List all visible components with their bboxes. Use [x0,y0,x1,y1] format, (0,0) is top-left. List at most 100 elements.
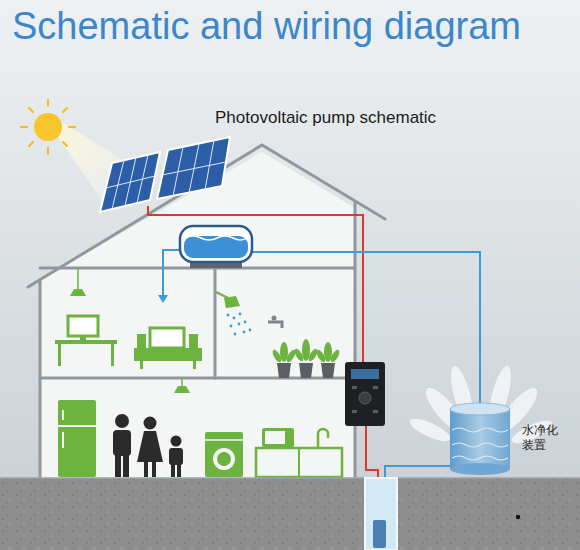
inverter-display [351,369,379,379]
water-pipe [385,466,451,478]
water-drop [243,331,246,334]
water-drop [238,323,241,326]
sun-ray [63,108,67,112]
cylinder-wave [452,443,508,447]
cabinet-line [298,448,300,477]
flow-arrowhead [158,295,168,303]
plant-leaf [329,348,341,363]
solar-panel [157,137,230,199]
fridge-handle [62,410,64,420]
ground [0,478,580,550]
person-leg [152,461,156,477]
washer-drum [217,452,231,466]
computer-monitor [68,316,98,336]
plant-leaf [271,348,283,363]
garden-tap [268,322,282,328]
water-well [365,478,397,550]
monitor-stand [80,336,86,340]
ground-dot [516,515,520,519]
desk-leg [111,344,114,366]
person-head [171,436,182,447]
sun [34,113,62,141]
ceiling-lamp [70,289,86,296]
water-drop [227,314,230,317]
house-interior [40,152,355,478]
water-drop [249,329,252,332]
sun-ray [21,126,27,128]
ground-line [0,477,580,479]
purifier-node: 水净化 装置 [448,400,562,478]
node-text: 水净化 装置 [522,423,560,453]
diagram-title: Schematic and wiring diagram [12,3,521,49]
tank-water [184,236,248,258]
panel-grid-line [106,176,155,188]
shower-head [224,296,240,308]
ceiling-lamp [174,386,190,393]
water-tank [180,226,252,262]
sun-ray [63,142,67,146]
desk-leg [58,344,61,366]
fridge-divider [58,425,96,427]
solar-panels [100,137,230,212]
person-leg [115,454,121,477]
speaker [137,334,146,348]
panel-grid [106,140,226,209]
water-drop [234,333,237,336]
plant-leaf [315,348,327,363]
person-head [144,417,157,430]
person-dress [137,431,163,462]
cylinder-wave [452,428,508,432]
washer-panel [205,439,243,441]
microwave-window [265,431,285,444]
speaker [189,334,198,348]
sun-rays [21,100,75,154]
inverter-knob [359,392,371,404]
inner-wall [214,268,217,378]
desk-top [55,340,117,344]
power-wire [148,206,363,362]
cylinder-top [450,403,510,415]
water-pipe [163,250,180,296]
person-leg [171,464,175,477]
kitchen-counter [256,448,342,477]
person-body [169,448,183,465]
submersible-pump [373,520,386,548]
lamp-cord [77,268,79,289]
kitchen-tap [318,429,328,448]
water-drop [239,313,242,316]
wall [354,202,357,478]
washing-machine [205,432,243,477]
sun-ray [29,108,33,112]
sun-ray [29,142,33,146]
water-drop [244,321,247,324]
person-leg [144,461,148,477]
refrigerator [58,400,96,477]
shower-drops [227,313,252,336]
plant-pot [321,363,335,378]
television [150,328,184,348]
cabinet-leg [193,361,196,369]
lamp-cord [181,378,183,386]
inverter-button [373,386,378,389]
splash-petal [407,414,453,445]
sun-ray [69,126,75,128]
person-body [113,430,131,456]
water-drop [230,325,233,328]
potted-plants [271,339,341,378]
tank-wave [185,236,247,240]
cylinder-wave [452,456,508,460]
tap-handle [272,316,277,321]
person-head [115,414,129,428]
plant-pot [277,363,291,378]
plant-leaf [293,347,305,362]
inverter-button [352,410,357,413]
solar-panel [100,152,160,212]
cylinder-bottom [450,463,510,475]
washer-door [213,448,235,470]
panel-grid-line [162,162,226,175]
shower-arm [216,292,228,298]
sun-ray [47,100,49,106]
microwave [262,428,294,447]
